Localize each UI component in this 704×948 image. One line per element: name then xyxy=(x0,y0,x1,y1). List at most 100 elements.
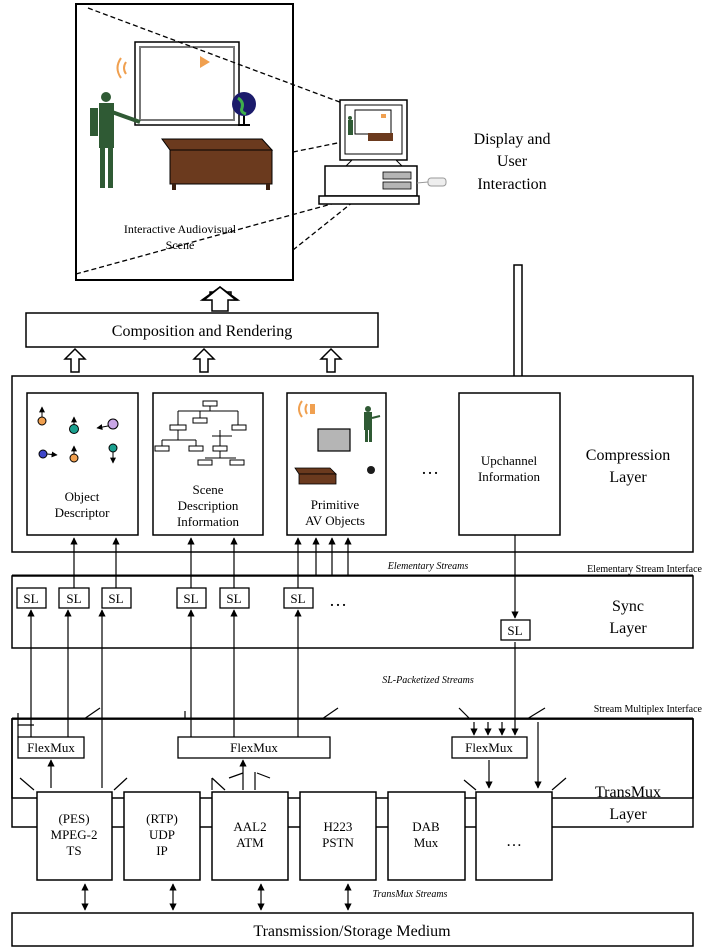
sl-box-3-label: SL xyxy=(108,591,123,606)
screen-object-icon xyxy=(317,428,351,452)
flexmux-box-1 xyxy=(17,736,85,759)
dab-label-line2: Mux xyxy=(414,835,439,850)
up-arrow-primitive-objects xyxy=(319,347,343,373)
flexmux-1-label: FlexMux xyxy=(27,740,75,755)
aal2-label-line1: AAL2 xyxy=(233,819,266,834)
transmission-medium-label: Transmission/Storage Medium xyxy=(253,923,451,940)
upchannel-label-line1: Upchannel xyxy=(481,453,538,468)
sl-to-flexmux-connections xyxy=(17,609,546,788)
flexmux-2-label: FlexMux xyxy=(230,740,278,755)
transmux-stream-arrows xyxy=(81,883,352,911)
presenter-figure xyxy=(90,92,141,188)
object-descriptor-label-line2: Descriptor xyxy=(55,505,111,520)
up-arrow-scene-description xyxy=(192,347,216,373)
interactive-scene: Interactive Audiovisual Scene xyxy=(75,3,294,281)
h223-label-line1: H223 xyxy=(324,819,353,834)
flexmux-3-label: FlexMux xyxy=(465,740,513,755)
elementary-streams-label: Elementary Streams xyxy=(387,561,469,572)
transmux-streams-label: TransMux Streams xyxy=(373,889,448,900)
up-arrow-object-descriptor xyxy=(63,347,87,373)
display-label-line2: User xyxy=(497,153,528,170)
scene-description-label-line1: Scene xyxy=(192,482,223,497)
upchannel-label-line2: Information xyxy=(478,469,541,484)
stream-multiplex-interface-label: Stream Multiplex Interface xyxy=(594,704,703,715)
upchannel-to-flexmux-arrows xyxy=(470,642,542,789)
mpeg2-ts-box xyxy=(36,791,113,881)
primitive-av-objects-box: Primitive AV Objects xyxy=(286,392,387,536)
sync-layer-label-line2: Layer xyxy=(609,620,647,637)
rtp-udp-ip-box xyxy=(123,791,201,881)
primitive-label-line2: AV Objects xyxy=(305,513,365,528)
flexmux-box-3 xyxy=(451,736,528,759)
sl-packetized-streams-label: SL-Packetized Streams xyxy=(382,675,474,686)
mouse-icon xyxy=(427,177,447,187)
h223-label-line2: PSTN xyxy=(322,835,354,850)
computer-case xyxy=(324,165,418,197)
audio-object-icon xyxy=(298,400,308,418)
sl-box-4-label: SL xyxy=(183,591,198,606)
transmission-medium-box xyxy=(11,912,694,947)
rtp-label-line1: (RTP) xyxy=(146,811,178,826)
sl-boxes: SL SL SL SL SL SL SL xyxy=(16,587,531,641)
scene-label-line1: Interactive Audiovisual xyxy=(124,222,237,236)
object-descriptor-box: Object Descriptor xyxy=(26,392,139,536)
sound-icon xyxy=(116,57,127,79)
presenter-object-icon xyxy=(364,406,381,442)
aal2-label-line2: ATM xyxy=(236,835,264,850)
other-transport-ellipsis: … xyxy=(506,833,522,850)
transport-boxes: (PES) MPEG-2 TS (RTP) UDP IP AAL2 ATM H2… xyxy=(36,791,553,881)
sl-box-2-label: SL xyxy=(66,591,81,606)
mpeg2-ts-label-line3: TS xyxy=(66,843,81,858)
flexmux-box-2 xyxy=(177,736,331,759)
composition-label: Composition and Rendering xyxy=(112,323,292,340)
object-descriptor-label-line1: Object xyxy=(65,489,100,504)
sl-box-6-label: SL xyxy=(290,591,305,606)
up-arrow-to-scene xyxy=(201,286,239,312)
h223-pstn-box xyxy=(299,791,377,881)
upchannel-information-box: Upchannel Information xyxy=(458,392,561,536)
sl-box-upchannel-label: SL xyxy=(507,623,522,638)
transmux-layer-box xyxy=(11,718,694,799)
sl-box-5-label: SL xyxy=(226,591,241,606)
compression-layer-label-line1: Compression xyxy=(586,447,670,464)
desk-object-icon xyxy=(294,467,337,485)
scene-description-box: Scene Description Information xyxy=(152,392,264,536)
sl-to-compression-arrows xyxy=(70,535,519,619)
sl-box-1 xyxy=(16,587,47,609)
sl-box-upchannel xyxy=(500,619,531,641)
mpeg2-ts-label-line2: MPEG-2 xyxy=(51,827,98,842)
display-label-line1: Display and xyxy=(474,131,551,148)
other-transport-box xyxy=(475,791,553,881)
sync-ellipsis: … xyxy=(329,590,347,610)
rtp-label-line2: UDP xyxy=(149,827,175,842)
mpeg2-ts-label-line1: (PES) xyxy=(58,811,89,826)
transmux-layer-label-line2: Layer xyxy=(609,806,647,823)
down-arrow-user-interaction xyxy=(505,264,531,394)
sync-layer-box xyxy=(11,575,694,649)
globe-icon xyxy=(232,92,256,126)
scene-description-label-line3: Information xyxy=(177,514,240,529)
compression-layer-label-line2: Layer xyxy=(609,469,647,486)
presentation-screen xyxy=(134,41,240,126)
sl-box-1-label: SL xyxy=(23,591,38,606)
elementary-stream-interface-label: Elementary Stream Interface xyxy=(587,564,702,575)
display-label-line3: Interaction xyxy=(477,176,546,193)
transmux-layer-label-line1: TransMux xyxy=(595,784,661,801)
dab-label-line1: DAB xyxy=(412,819,440,834)
scene-tree-icon xyxy=(154,400,247,466)
desk xyxy=(161,138,274,190)
object-descriptor-icons xyxy=(37,406,119,464)
dab-mux-box xyxy=(387,791,466,881)
compression-ellipsis: … xyxy=(421,458,439,478)
flexmux-to-transport-connections xyxy=(19,759,567,791)
primitive-label-line1: Primitive xyxy=(311,497,360,512)
rtp-label-line3: IP xyxy=(156,843,168,858)
aal2-atm-box xyxy=(211,791,289,881)
scene-description-label-line2: Description xyxy=(178,498,239,513)
sync-layer-label-line1: Sync xyxy=(612,598,644,615)
globe-object-icon xyxy=(367,466,375,474)
speaker-icon xyxy=(200,56,210,68)
composition-rendering-box xyxy=(25,312,379,348)
keyboard xyxy=(318,195,420,205)
